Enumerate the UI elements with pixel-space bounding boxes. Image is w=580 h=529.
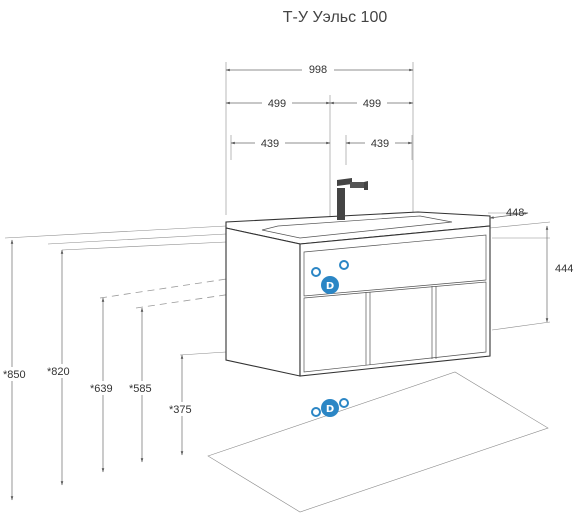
height-444-label: 444 bbox=[555, 263, 573, 275]
water-inlet-icon bbox=[311, 267, 321, 277]
water-inlet-icon bbox=[311, 407, 321, 417]
height-375-label: *375 bbox=[169, 404, 192, 416]
drain-logo-letter: D bbox=[326, 281, 334, 292]
depth-448-label: 448 bbox=[506, 207, 524, 219]
width-998-label: 998 bbox=[309, 64, 327, 76]
drawing-title: Т-У Уэльс 100 bbox=[283, 9, 388, 26]
water-inlet-icon bbox=[339, 398, 349, 408]
height-820-label: *820 bbox=[47, 366, 70, 378]
faucet-icon bbox=[337, 178, 368, 220]
drain-logo-icon bbox=[321, 276, 339, 294]
height-639-label: *639 bbox=[90, 383, 113, 395]
width-499-right-label: 499 bbox=[363, 98, 381, 110]
cabinet-connection-markers: D bbox=[311, 260, 349, 294]
water-inlet-icon bbox=[339, 260, 349, 270]
vanity-cabinet bbox=[225, 211, 491, 377]
width-dimensions: 998 499 499 439 439 bbox=[225, 62, 414, 228]
drain-floor-logo-letter: D bbox=[326, 404, 334, 415]
mounting-height-dimensions: *850 *820 *639 *585 *375 bbox=[0, 239, 199, 501]
depth-height-dimensions: 448 444 bbox=[489, 207, 577, 323]
width-439-right-label: 439 bbox=[371, 138, 389, 150]
height-850-label: *850 bbox=[3, 369, 26, 381]
height-585-label: *585 bbox=[129, 383, 152, 395]
width-499-left-label: 499 bbox=[268, 98, 286, 110]
drain-logo-icon bbox=[321, 399, 339, 417]
width-439-left-label: 439 bbox=[261, 138, 279, 150]
floor-connection-markers: D bbox=[311, 398, 349, 417]
